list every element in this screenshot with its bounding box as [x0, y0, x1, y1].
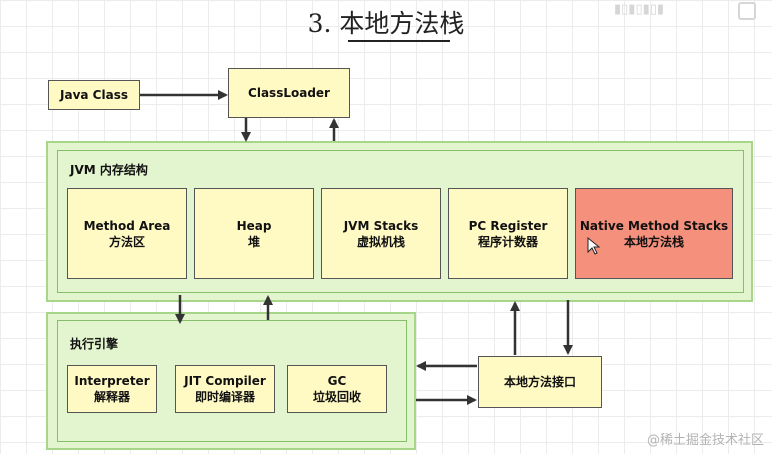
native-interface-box: 本地方法接口: [478, 356, 602, 408]
jvm-memory-panel-border: [57, 150, 744, 293]
method-area-en: Method Area: [83, 218, 171, 233]
method-area-box: Method Area 方法区: [67, 188, 187, 279]
jvm-stacks-zh: 虚拟机栈: [356, 234, 405, 249]
native-method-stacks-en: Native Method Stacks: [579, 218, 729, 233]
page-title: 3. 本地方法栈: [307, 9, 465, 38]
jvm-stacks-box: JVM Stacks 虚拟机栈: [321, 188, 441, 279]
corner-square-icon: [738, 2, 756, 20]
pc-register-en: PC Register: [468, 218, 548, 233]
interpreter-box: Interpreter 解释器: [67, 365, 157, 413]
interpreter-zh: 解释器: [93, 390, 130, 404]
pc-register-zh: 程序计数器: [477, 234, 538, 249]
execution-engine-label: 执行引擎: [70, 337, 119, 351]
jit-compiler-en: JIT Compiler: [184, 374, 266, 388]
interpreter-en: Interpreter: [74, 374, 150, 388]
heap-box: Heap 堆: [194, 188, 314, 279]
native-interface-label: 本地方法接口: [503, 375, 576, 389]
classloader-label: ClassLoader: [248, 86, 330, 100]
pc-register-box: PC Register 程序计数器: [448, 188, 568, 279]
java-class-box: Java Class: [48, 80, 140, 110]
execution-engine-panel-border: [57, 320, 407, 442]
jvm-memory-label: JVM 内存结构: [70, 163, 148, 177]
method-area-zh: 方法区: [108, 234, 145, 249]
watermark: @稀土掘金技术社区: [646, 433, 764, 448]
jit-compiler-box: JIT Compiler 即时编译器: [175, 365, 275, 413]
gc-en: GC: [327, 374, 347, 388]
java-class-label: Java Class: [60, 88, 128, 102]
gc-zh: 垃圾回收: [312, 390, 361, 404]
heap-zh: 堆: [247, 234, 260, 249]
heap-en: Heap: [236, 218, 272, 233]
native-method-stacks-box: Native Method Stacks 本地方法栈: [575, 188, 733, 279]
title-underline: [348, 40, 450, 42]
gc-box: GC 垃圾回收: [287, 365, 387, 413]
corner-logo-icon: ▮▯▮▯▮▯▮: [614, 2, 665, 17]
jvm-stacks-en: JVM Stacks: [343, 218, 419, 233]
native-method-stacks-zh: 本地方法栈: [623, 234, 684, 249]
classloader-box: ClassLoader: [228, 68, 350, 118]
jit-compiler-zh: 即时编译器: [194, 390, 255, 404]
